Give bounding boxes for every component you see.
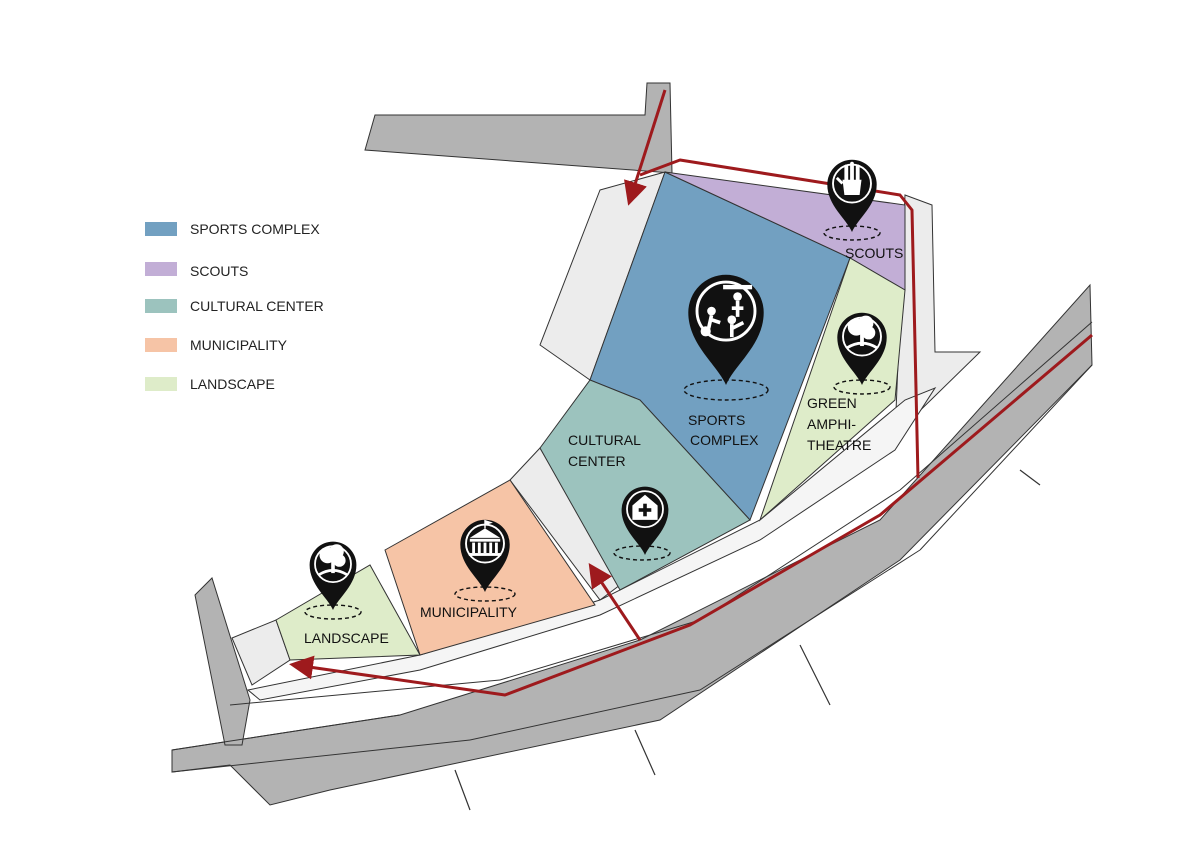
zone-labels: SPORTS COMPLEX SCOUTS GREEN AMPHI- THEAT… bbox=[304, 245, 903, 646]
route-north-entry bbox=[624, 89, 667, 206]
legend: SPORTS COMPLEX SCOUTS CULTURAL CENTER MU… bbox=[145, 221, 324, 392]
pin-markers bbox=[304, 159, 891, 620]
pin-location-ellipse bbox=[454, 586, 516, 602]
tree-icon bbox=[846, 315, 878, 350]
pin-scouts[interactable] bbox=[823, 159, 881, 241]
svg-text:CULTURAL CENTER: CULTURAL CENTER bbox=[190, 298, 324, 314]
pin-location-ellipse bbox=[613, 545, 671, 561]
label-green-amphitheatre-2: AMPHI- bbox=[807, 416, 856, 432]
label-cultural-center-2: CENTER bbox=[568, 453, 626, 469]
label-sports-complex-1: SPORTS bbox=[688, 412, 745, 428]
legend-item-scouts: SCOUTS bbox=[145, 262, 248, 279]
government-building-icon bbox=[468, 519, 502, 556]
road-left-spur bbox=[194, 577, 251, 746]
route-perimeter bbox=[639, 158, 920, 479]
pin-location-ellipse bbox=[823, 225, 881, 241]
label-green-amphitheatre-1: GREEN bbox=[807, 395, 857, 411]
pin-green-amphitheatre[interactable] bbox=[833, 312, 891, 395]
legend-item-municipality: MUNICIPALITY bbox=[145, 337, 288, 353]
tree-icon bbox=[317, 544, 349, 577]
route-cultural-branch bbox=[588, 563, 642, 641]
pin-location-ellipse bbox=[833, 379, 891, 395]
legend-item-sports-complex: SPORTS COMPLEX bbox=[145, 221, 320, 237]
zone-cultural-center[interactable] bbox=[539, 379, 751, 591]
legend-item-landscape: LANDSCAPE bbox=[145, 376, 275, 392]
svg-text:SPORTS COMPLEX: SPORTS COMPLEX bbox=[190, 221, 320, 237]
label-scouts: SCOUTS bbox=[845, 245, 903, 261]
label-cultural-center-1: CULTURAL bbox=[568, 432, 641, 448]
label-municipality: MUNICIPALITY bbox=[420, 604, 518, 620]
pin-landscape[interactable] bbox=[304, 541, 362, 620]
sports-icon bbox=[700, 284, 753, 338]
pin-location-ellipse bbox=[304, 604, 362, 620]
pin-cultural-center[interactable] bbox=[613, 486, 671, 561]
pin-sports-complex[interactable] bbox=[683, 274, 769, 401]
svg-text:SCOUTS: SCOUTS bbox=[190, 263, 248, 279]
label-sports-complex-2: COMPLEX bbox=[690, 432, 759, 448]
road-top-left bbox=[364, 82, 673, 174]
circulation-route bbox=[289, 89, 1093, 697]
legend-item-cultural-center: CULTURAL CENTER bbox=[145, 298, 324, 314]
roads bbox=[171, 82, 1093, 811]
building-plus-icon bbox=[632, 494, 658, 520]
svg-text:MUNICIPALITY: MUNICIPALITY bbox=[190, 337, 288, 353]
label-landscape: LANDSCAPE bbox=[304, 630, 389, 646]
svg-text:LANDSCAPE: LANDSCAPE bbox=[190, 376, 275, 392]
route-main-loop bbox=[289, 333, 1093, 697]
scout-salute-icon bbox=[835, 161, 862, 195]
label-green-amphitheatre-3: THEATRE bbox=[807, 437, 871, 453]
pin-municipality[interactable] bbox=[454, 519, 516, 602]
